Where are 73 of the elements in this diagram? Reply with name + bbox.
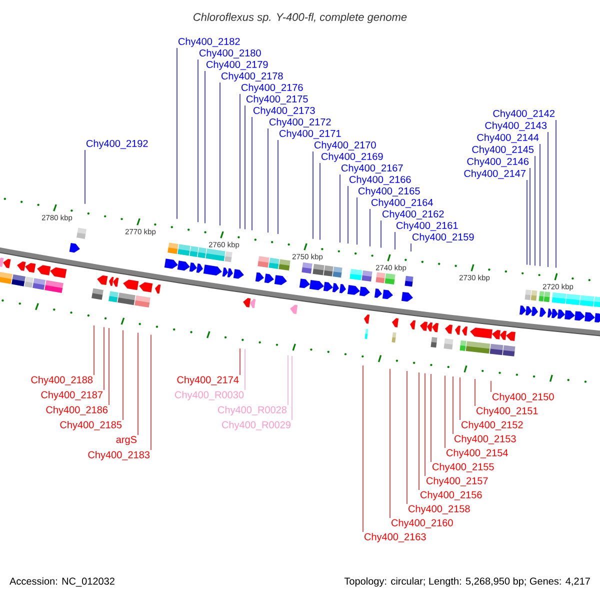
gene-label: Chy400_R0029 bbox=[222, 421, 291, 430]
leader-line bbox=[380, 220, 382, 248]
gene-label: Chy400_2183 bbox=[88, 451, 150, 460]
gene-label: Chy400_2188 bbox=[31, 376, 93, 386]
gene-label: Chy400_2162 bbox=[382, 210, 444, 220]
gene-label: Chy400_R0028 bbox=[218, 406, 287, 416]
leader-line bbox=[150, 334, 152, 450]
gene-label: Chy400_2159 bbox=[412, 233, 474, 242]
gene-label: Chy400_2178 bbox=[222, 72, 283, 82]
leader-line bbox=[474, 378, 476, 406]
gene-label: Chy400_2158 bbox=[408, 505, 470, 514]
leader-line bbox=[534, 156, 536, 266]
gene-label: Chy400_2187 bbox=[41, 391, 102, 400]
gene-label: Chy400_2155 bbox=[432, 463, 494, 472]
leader-line bbox=[394, 232, 396, 250]
title: Chloroflexus sp. Y-400-fl, complete genome bbox=[194, 12, 407, 24]
gene-label: Chy400_2163 bbox=[364, 533, 426, 542]
gene-label: Chy400_2161 bbox=[396, 222, 458, 231]
leader-line bbox=[430, 374, 432, 462]
gene-label: Chy400_2172 bbox=[270, 118, 331, 128]
leader-line bbox=[406, 370, 408, 504]
gene-label: Chy400_2180 bbox=[200, 49, 261, 58]
leader-line bbox=[526, 180, 528, 266]
gene-label: Chy400_2176 bbox=[242, 84, 303, 93]
gene-label: Chy400_2145 bbox=[472, 146, 534, 155]
leader-line bbox=[444, 375, 446, 448]
leader-line bbox=[312, 151, 314, 240]
accession-text: Accession: NC_012032 bbox=[10, 577, 114, 587]
gene-label: Chy400_2169 bbox=[322, 152, 383, 162]
leader-line bbox=[244, 105, 246, 230]
gene-label: Chy400_2186 bbox=[46, 406, 108, 416]
leader-line bbox=[418, 372, 420, 490]
gene-label: Chy400_2143 bbox=[485, 122, 547, 131]
gene-label: Chy400_2146 bbox=[467, 158, 529, 167]
gene-label: Chy400_2173 bbox=[254, 106, 315, 116]
gene-label: Chy400_2144 bbox=[477, 134, 539, 143]
gene-label: Chy400_2192 bbox=[86, 140, 148, 149]
leader-line bbox=[410, 243, 412, 252]
gene-label: Chy400_2185 bbox=[60, 421, 122, 430]
gene-label: Chy400_2152 bbox=[462, 421, 523, 430]
leader-line bbox=[108, 328, 110, 406]
gene-label: Chy400_2142 bbox=[493, 110, 554, 119]
genome-info-text: Topology: circular; Length: 5,268,950 bp; Genes: 4,217 bbox=[344, 577, 590, 587]
leader-line bbox=[176, 48, 178, 220]
gene-label: argS bbox=[116, 436, 137, 446]
leader-line bbox=[204, 70, 206, 224]
leader-line bbox=[356, 197, 358, 246]
gene-label: Chy400_2179 bbox=[206, 60, 268, 70]
gene-label: Chy400_2147 bbox=[464, 170, 526, 179]
gene-label: Chy400_2157 bbox=[426, 477, 488, 486]
gene-label: Chy400_2171 bbox=[280, 130, 341, 139]
leader-line bbox=[424, 372, 426, 476]
gene-label: Chy400_2151 bbox=[476, 407, 538, 416]
gene-label: Chy400_2160 bbox=[392, 519, 453, 528]
leader-line bbox=[84, 150, 86, 204]
gene-label: Chy400_2166 bbox=[350, 176, 411, 185]
gene-label: Chy400_2182 bbox=[178, 38, 240, 47]
gene-label: Chy400_2175 bbox=[246, 95, 308, 104]
gene-label: Chy400_2164 bbox=[372, 198, 433, 208]
gene-label: Chy400_2167 bbox=[342, 164, 403, 174]
gene-label: Chy400_2150 bbox=[492, 393, 554, 402]
leader-line bbox=[452, 376, 454, 434]
gene-label: Chy400_2165 bbox=[358, 187, 420, 196]
gene-label: Chy400_2153 bbox=[454, 435, 516, 444]
gene-label: Chy400_2170 bbox=[314, 141, 376, 150]
gene-label: Chy400_2156 bbox=[420, 491, 482, 500]
leader-line bbox=[362, 365, 364, 532]
gene-label: Chy400_2154 bbox=[446, 449, 508, 458]
leader-line bbox=[490, 380, 492, 392]
leader-line bbox=[244, 348, 246, 390]
gene-label: Chy400_2174 bbox=[177, 376, 239, 386]
leader-line bbox=[122, 330, 124, 420]
gene-label: Chy400_R0030 bbox=[175, 391, 244, 400]
